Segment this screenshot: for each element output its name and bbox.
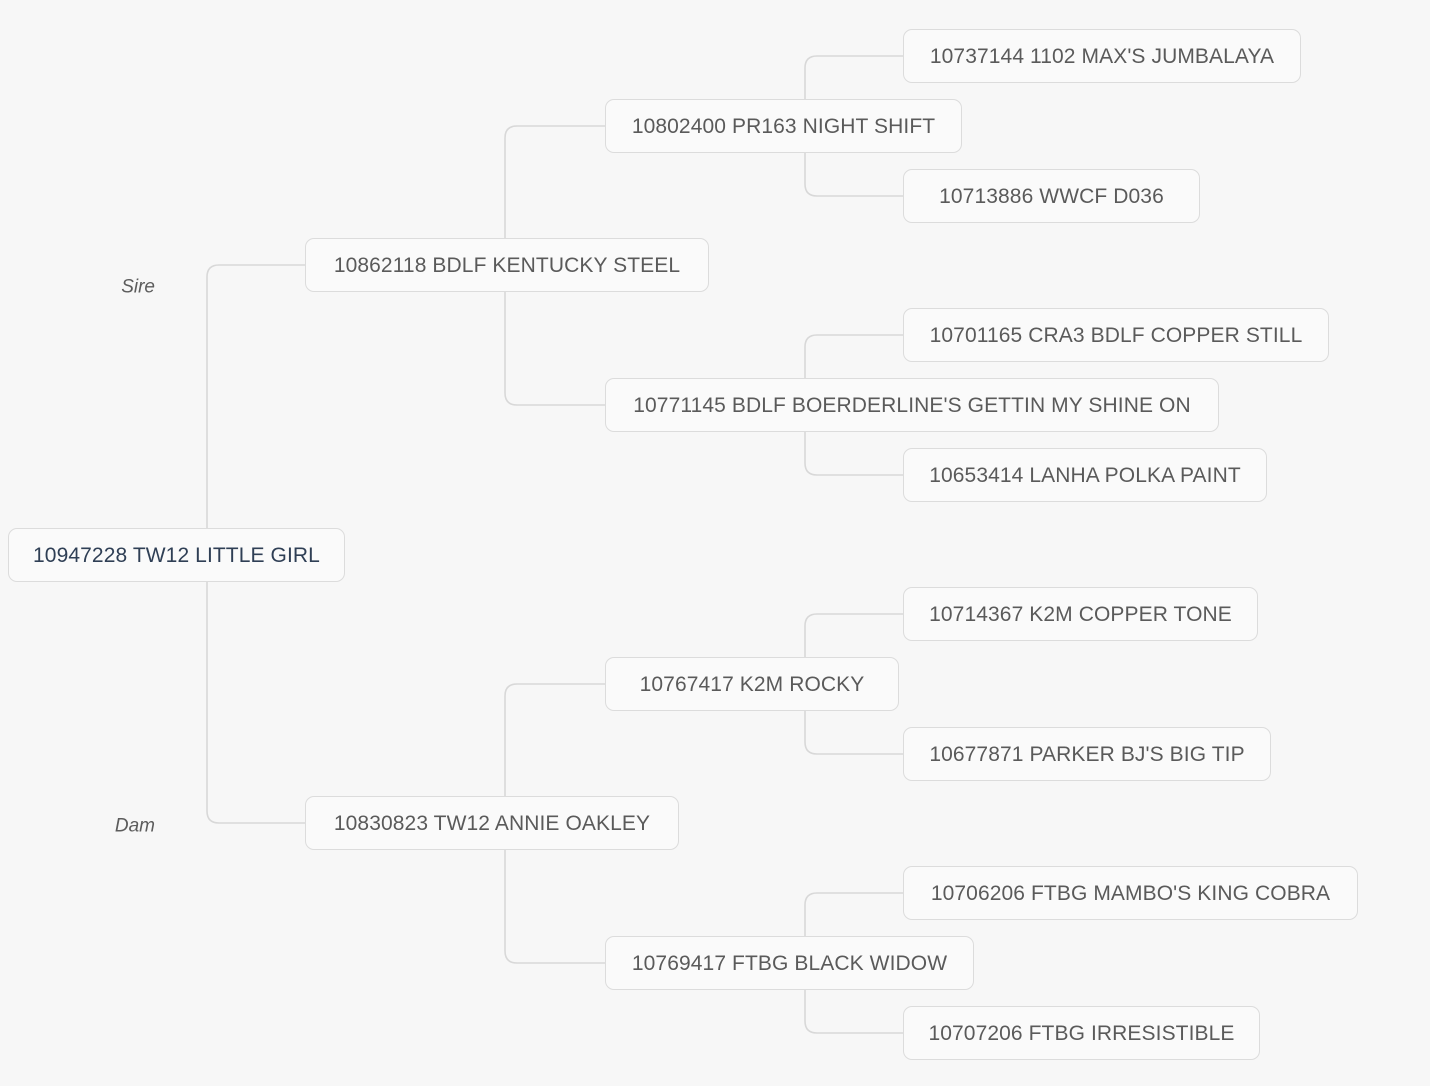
- pedigree-node-dam-sire-sire[interactable]: 10714367 K2M COPPER TONE: [903, 587, 1258, 641]
- pedigree-node-sire-sire-dam[interactable]: 10713886 WWCF D036: [903, 169, 1200, 223]
- pedigree-node-dam-sire[interactable]: 10767417 K2M ROCKY: [605, 657, 899, 711]
- pedigree-node-sire[interactable]: 10862118 BDLF KENTUCKY STEEL: [305, 238, 709, 292]
- pedigree-node-sire-dam-sire[interactable]: 10701165 CRA3 BDLF COPPER STILL: [903, 308, 1329, 362]
- pedigree-node-dam-dam-sire[interactable]: 10706206 FTBG MAMBO'S KING COBRA: [903, 866, 1358, 920]
- pedigree-node-root[interactable]: 10947228 TW12 LITTLE GIRL: [8, 528, 345, 582]
- edge-label-sire: Sire: [121, 276, 155, 298]
- link-root-to-sire: [206, 264, 306, 556]
- pedigree-node-dam-dam[interactable]: 10769417 FTBG BLACK WIDOW: [605, 936, 974, 990]
- pedigree-node-dam-sire-dam[interactable]: 10677871 PARKER BJ'S BIG TIP: [903, 727, 1271, 781]
- link-root-to-dam: [206, 554, 306, 824]
- pedigree-node-sire-dam[interactable]: 10771145 BDLF BOERDERLINE'S GETTIN MY SH…: [605, 378, 1219, 432]
- pedigree-node-dam[interactable]: 10830823 TW12 ANNIE OAKLEY: [305, 796, 679, 850]
- pedigree-node-sire-sire-sire[interactable]: 10737144 1102 MAX'S JUMBALAYA: [903, 29, 1301, 83]
- pedigree-node-sire-dam-dam[interactable]: 10653414 LANHA POLKA PAINT: [903, 448, 1267, 502]
- edge-label-dam: Dam: [114, 815, 155, 837]
- pedigree-node-sire-sire[interactable]: 10802400 PR163 NIGHT SHIFT: [605, 99, 962, 153]
- pedigree-node-dam-dam-dam[interactable]: 10707206 FTBG IRRESISTIBLE: [903, 1006, 1260, 1060]
